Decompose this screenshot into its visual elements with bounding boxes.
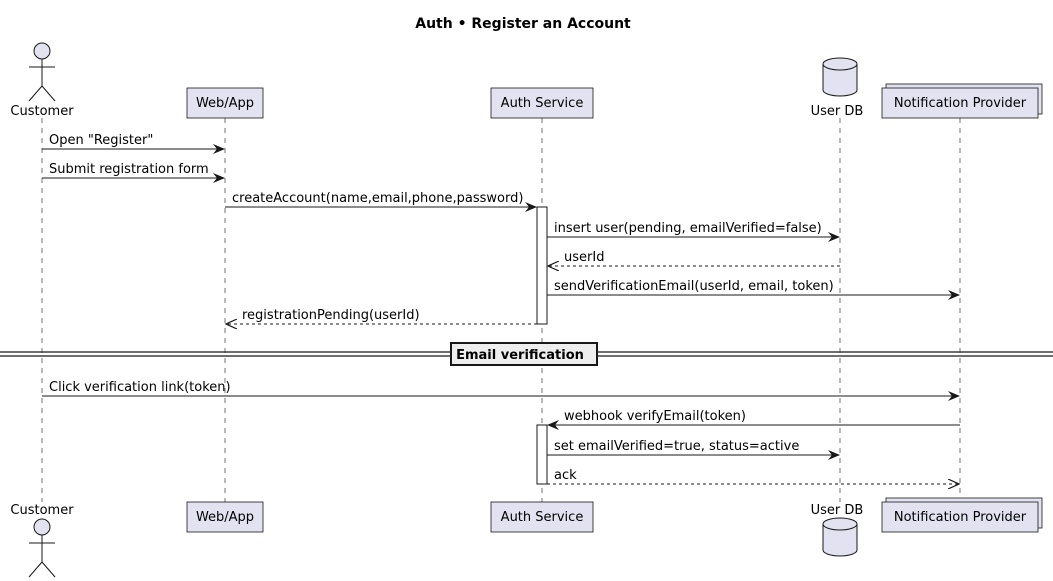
activation-bar-auth [536, 424, 548, 485]
message-2: Submit registration form [42, 162, 225, 183]
message-label: Open "Register" [49, 133, 153, 148]
message-1: Open "Register" [42, 133, 225, 154]
divider-label: Email verification [456, 348, 584, 363]
participant-label: User DB [811, 104, 864, 119]
participant-userdb-top: User DB [811, 57, 864, 119]
message-6: sendVerificationEmail(userId, email, tok… [547, 279, 960, 300]
participant-userdb-bottom: User DB [811, 503, 864, 557]
actor-icon [28, 561, 43, 578]
database-icon [822, 524, 858, 557]
message-5: userId [548, 250, 840, 266]
participant-box [186, 501, 264, 533]
participant-notify-top: Notification Provider [881, 83, 1043, 119]
participant-box [490, 501, 594, 533]
message-label: insert user(pending, emailVerified=false… [554, 221, 822, 236]
message-label: Submit registration form [49, 162, 209, 177]
participant-label: Notification Provider [894, 510, 1027, 525]
participant-customer-top: Customer [10, 42, 74, 119]
message-4: insert user(pending, emailVerified=false… [547, 221, 840, 242]
message-11: ack [547, 468, 959, 484]
message-label: createAccount(name,email,phone,password) [232, 191, 523, 206]
message-label: userId [564, 250, 604, 265]
message-label: set emailVerified=true, status=active [554, 439, 799, 454]
participant-auth-bottom: Auth Service [490, 501, 594, 533]
participant-box [881, 501, 1039, 533]
participant-label: Customer [10, 503, 74, 518]
message-9: webhook verifyEmail(token) [547, 409, 960, 430]
message-label: Click verification link(token) [49, 380, 231, 395]
participant-webapp-top: Web/App [186, 87, 264, 119]
participant-label: Auth Service [501, 96, 584, 111]
participant-label: User DB [811, 503, 864, 518]
message-8: Click verification link(token) [42, 380, 960, 401]
message-7: registrationPending(userId) [226, 308, 537, 324]
actor-icon [33, 42, 51, 60]
database-icon [822, 57, 858, 71]
participant-box [490, 87, 594, 119]
participant-label: Customer [10, 104, 74, 119]
database-icon [822, 64, 858, 97]
message-label: webhook verifyEmail(token) [564, 409, 746, 424]
actor-icon [28, 85, 43, 102]
message-10: set emailVerified=true, status=active [547, 439, 840, 460]
database-icon [822, 517, 858, 531]
message-3: createAccount(name,email,phone,password) [225, 191, 537, 212]
actor-icon [41, 561, 56, 578]
participant-auth-top: Auth Service [490, 87, 594, 119]
participant-label: Auth Service [501, 510, 584, 525]
activation-bar-auth [536, 206, 548, 325]
participant-box [881, 87, 1039, 119]
participant-customer-bottom: Customer [10, 503, 74, 578]
participant-label: Web/App [196, 510, 254, 525]
actor-icon [33, 518, 51, 536]
message-label: ack [554, 468, 577, 483]
diagram-title: Auth • Register an Account [415, 16, 631, 32]
participant-box [186, 87, 264, 119]
participant-label: Notification Provider [894, 96, 1027, 111]
actor-icon [41, 85, 56, 102]
participant-webapp-bottom: Web/App [186, 501, 264, 533]
message-label: sendVerificationEmail(userId, email, tok… [554, 279, 834, 294]
participant-notify-bottom: Notification Provider [881, 497, 1043, 533]
participant-label: Web/App [196, 96, 254, 111]
divider-label-box [450, 342, 598, 366]
message-label: registrationPending(userId) [242, 308, 420, 323]
